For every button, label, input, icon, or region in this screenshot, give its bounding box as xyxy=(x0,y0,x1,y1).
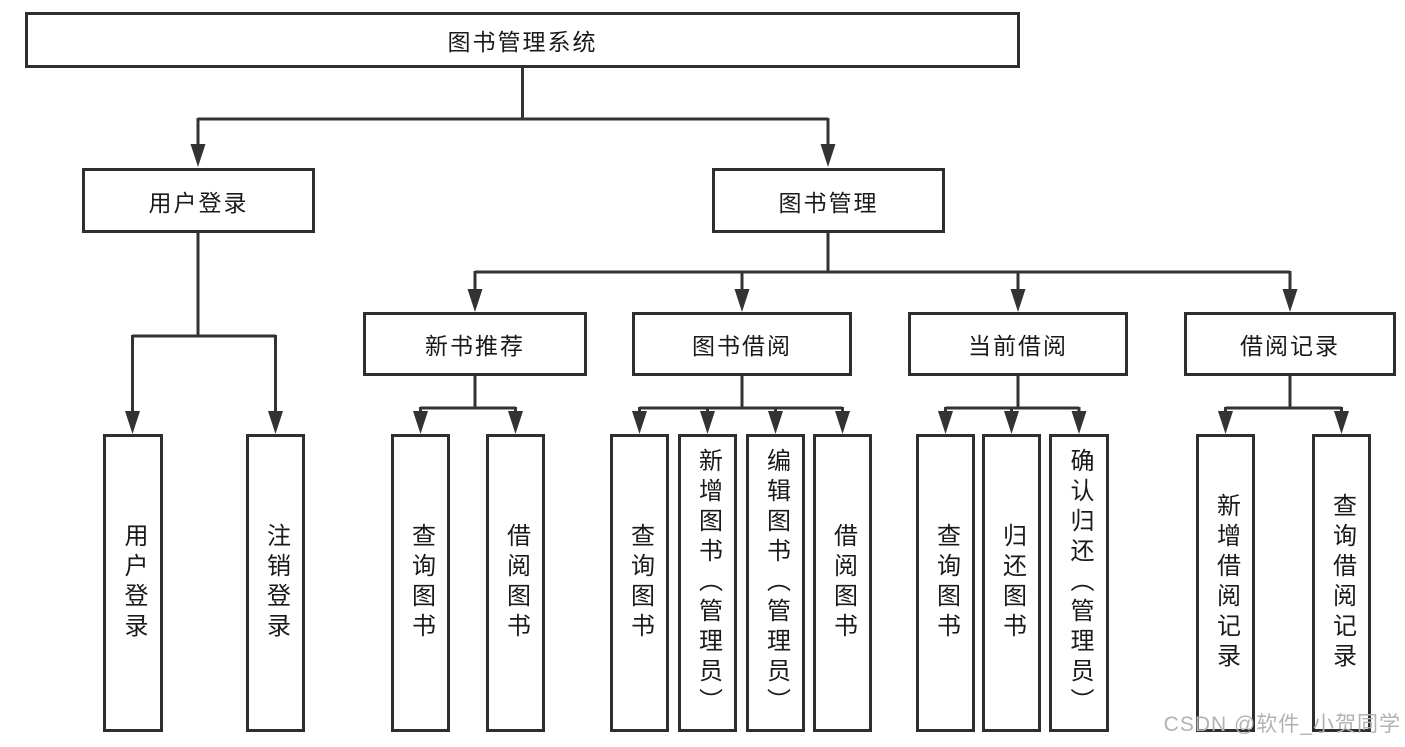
leaf-records-add: 新增借阅记录 xyxy=(1196,434,1255,732)
node-current-borrow: 当前借阅 xyxy=(908,312,1128,376)
leaf-new-query-books: 查询图书 xyxy=(391,434,450,732)
csdn-watermark: CSDN @软件_小贺同学 xyxy=(1163,713,1401,736)
node-user-login: 用户登录 xyxy=(82,168,315,233)
leaf-user-login: 用户登录 xyxy=(103,434,163,732)
leaf-borrow-add-books: 新增图书（管理员） xyxy=(678,434,737,732)
leaf-new-borrow-books: 借阅图书 xyxy=(486,434,545,732)
node-book-management: 图书管理 xyxy=(712,168,945,233)
node-root: 图书管理系统 xyxy=(25,12,1020,68)
leaf-current-confirm-return: 确认归还（管理员） xyxy=(1049,434,1109,732)
node-book-borrow: 图书借阅 xyxy=(632,312,852,376)
leaf-records-query: 查询借阅记录 xyxy=(1312,434,1371,732)
leaf-logout: 注销登录 xyxy=(246,434,305,732)
node-new-book-recommend: 新书推荐 xyxy=(363,312,587,376)
leaf-current-query-books: 查询图书 xyxy=(916,434,975,732)
leaf-current-return-books: 归还图书 xyxy=(982,434,1041,732)
leaf-borrow-query-books: 查询图书 xyxy=(610,434,669,732)
leaf-borrow-borrow-books: 借阅图书 xyxy=(813,434,872,732)
node-borrow-records: 借阅记录 xyxy=(1184,312,1396,376)
leaf-borrow-edit-books: 编辑图书（管理员） xyxy=(746,434,805,732)
